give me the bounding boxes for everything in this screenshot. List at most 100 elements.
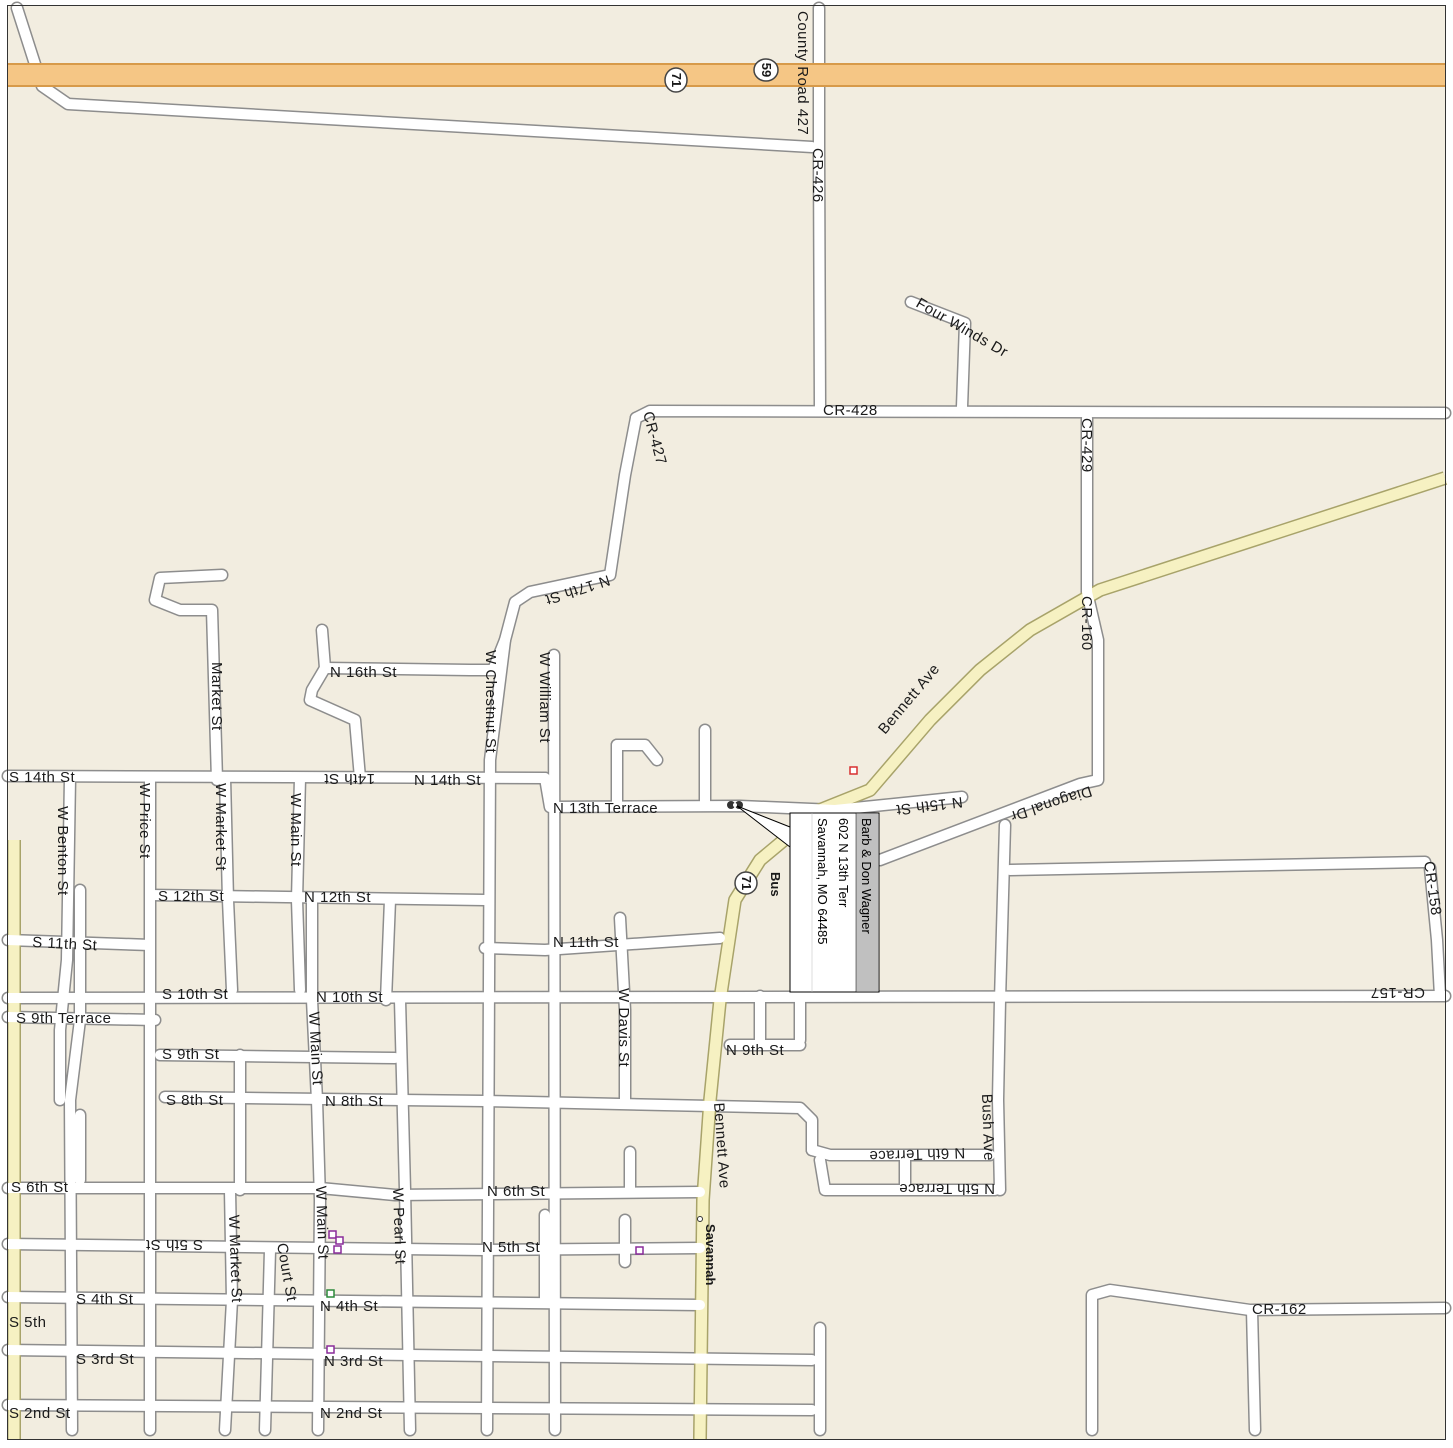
street-segment [317, 625, 330, 673]
town-label: Savannah [703, 1224, 718, 1285]
label-n-6th-st: N 6th St [487, 1183, 546, 1200]
street-segment [612, 740, 662, 765]
street-segment [3, 935, 155, 950]
bus-71-shield: 71 [734, 871, 758, 895]
label-n-5th-terrace: N 5th Terrace [899, 1180, 995, 1197]
street-segment [3, 771, 550, 783]
label-n-9th-st: N 9th St [726, 1042, 785, 1059]
street-segment [155, 1050, 400, 1063]
label-s-9th-st: S 9th St [162, 1046, 220, 1063]
label-n-5th-st: N 5th St [482, 1239, 541, 1256]
us-71-shield: 71 [664, 67, 688, 93]
label-w-main-st: W Main St [287, 793, 304, 867]
street-segment [305, 663, 365, 783]
street-segment [3, 1012, 160, 1025]
poi-marker-purple[interactable] [326, 1345, 335, 1354]
label-w-price-st: W Price St [136, 783, 153, 859]
street-segment [320, 413, 641, 675]
street-segment [260, 1245, 275, 1435]
us-71-highway [8, 63, 1445, 87]
poi-marker-purple[interactable] [635, 1246, 644, 1255]
label-cr-157: CR-157 [1370, 984, 1425, 1001]
label-n-6th-terrace: N 6th Terrace [869, 1144, 966, 1164]
land-area [8, 6, 1445, 1439]
street-segment [875, 413, 1103, 865]
label-s-12th-st: S 12th St [158, 888, 225, 905]
label-s-11th-st: S 11th St [32, 934, 98, 954]
street-segment [549, 650, 560, 1435]
poi-marker-purple[interactable] [333, 1245, 342, 1254]
street-segment [3, 1400, 817, 1415]
label-s-14th-st: S 14th St [9, 769, 76, 786]
poi-marker-purple[interactable] [328, 1230, 337, 1239]
label-cr-429: CR-429 [1078, 418, 1095, 473]
poi-marker-red[interactable] [849, 766, 858, 775]
label-w-davis-st: W Davis St [615, 988, 632, 1068]
label-w-william-st: W William St [536, 652, 553, 743]
label-n-14th-st: N 14th St [414, 772, 481, 789]
label-w-main-st-2: W Main St [305, 1011, 326, 1086]
label-n-12th-st: N 12th St [304, 889, 371, 906]
street-segment [1087, 1285, 1450, 1435]
label-county-road-427: County Road 427 [794, 11, 811, 135]
label-s-8th-st: S 8th St [166, 1092, 224, 1109]
label-s-3rd-st: S 3rd St [76, 1351, 135, 1368]
label-w-market-st-2: W Market St [225, 1215, 245, 1304]
street-segment [220, 1185, 237, 1435]
label-cr-160: CR-160 [1078, 596, 1095, 651]
label-w-chestnut-st: W Chestnut St [482, 650, 499, 754]
street-segment [12, 3, 817, 152]
street-segment [906, 297, 970, 412]
label-w-benton-st: W Benton St [54, 806, 71, 896]
label-s-10th-st: S 10th St [162, 986, 229, 1003]
street-segment [3, 1239, 705, 1255]
label-n-8th-st: N 8th St [325, 1093, 384, 1110]
callout-name: Barb & Don Wagner [859, 818, 874, 935]
mo-59-shield: 59 [753, 58, 779, 82]
street-segment [1425, 863, 1445, 1001]
label-w-pearl-st: W Pearl St [389, 1188, 409, 1266]
label-n-10th-st: N 10th St [316, 989, 383, 1006]
poi-marker-purple[interactable] [335, 1236, 344, 1245]
street-labels: County Road 427 CR-426 Four Winds Dr CR-… [9, 11, 1444, 1422]
address-callout[interactable]: Barb & Don Wagner 602 N 13th Terr Savann… [736, 805, 880, 993]
map-border [7, 5, 1446, 1440]
callout-address: 602 N 13th Terr [836, 818, 851, 908]
label-n-4th-st: N 4th St [320, 1298, 379, 1315]
location-pin[interactable] [727, 801, 743, 809]
label-s-6th-st: S 6th St [11, 1179, 69, 1196]
callout-city: Savannah, MO 64485 [815, 818, 830, 944]
label-bennett-ave-south: Bennett Ave [710, 1102, 733, 1189]
label-bush-ave: Bush Ave [978, 1094, 997, 1162]
bus-71-shield-number: 71 [739, 876, 754, 890]
street-segment [814, 3, 825, 415]
label-cr-426: CR-426 [809, 148, 826, 203]
label-n-16th-st: N 16th St [330, 664, 397, 681]
label-14th-st: 14th St [324, 770, 375, 787]
label-s-9th-terrace: S 9th Terrace [16, 1010, 111, 1027]
street-segment [315, 1183, 705, 1200]
street-segment [631, 406, 1450, 423]
street-segment [993, 820, 1010, 1195]
us-71-shield-number: 71 [669, 73, 684, 87]
street-segment [381, 895, 395, 1005]
street-segment [480, 933, 725, 955]
label-n-11th-st: N 11th St [553, 934, 619, 951]
label-w-main-st-3: W Main St [312, 1186, 332, 1261]
label-s-4th-st: S 4th St [76, 1291, 134, 1308]
street-segment [3, 1345, 817, 1365]
street-segment [160, 1092, 817, 1155]
mo-59-shield-number: 59 [759, 63, 774, 77]
label-s-5th-st: S 5th St [145, 1236, 203, 1253]
street-segment [615, 913, 630, 1105]
label-s-2nd-st: S 2nd St [9, 1405, 71, 1422]
label-cr-162: CR-162 [1252, 1301, 1307, 1318]
street-segment [145, 890, 490, 905]
label-n-3rd-st: N 3rd St [324, 1353, 383, 1370]
street-segment [65, 885, 85, 1435]
label-n-2nd-st: N 2nd St [320, 1405, 383, 1422]
label-n-13th-terrace: N 13th Terrace [553, 800, 658, 817]
poi-marker-green[interactable] [326, 1289, 335, 1298]
